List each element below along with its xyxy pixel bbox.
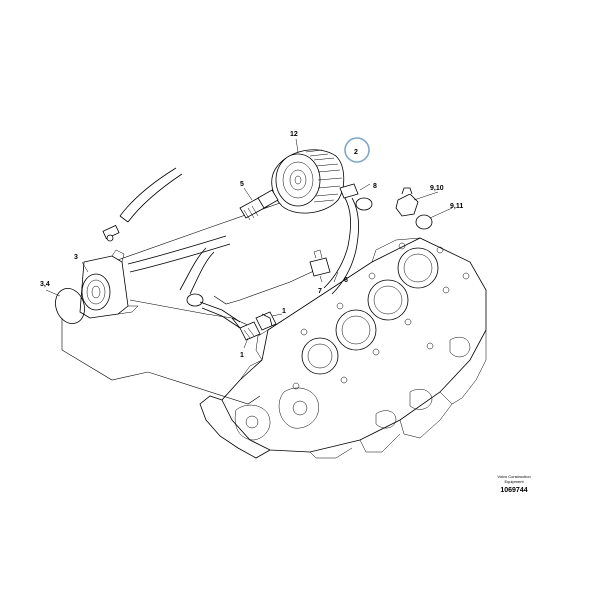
callout-1-lower: 1 (240, 352, 244, 359)
callout-6: 6 (344, 277, 348, 284)
stamp-company-line1: Volvo Construction (497, 474, 530, 479)
callout-7: 7 (318, 288, 322, 295)
oil-filter (271, 149, 345, 214)
callout-5: 5 (240, 181, 244, 188)
callout-12: 12 (290, 131, 298, 138)
fittings (231, 311, 277, 341)
callout-9-10: 9,10 (430, 185, 444, 192)
oil-cooler (79, 249, 139, 319)
upper-hose (102, 167, 183, 242)
engine-block (199, 237, 487, 459)
o-ring (415, 214, 433, 230)
callout-8: 8 (373, 183, 377, 190)
oil-pipe (323, 183, 373, 295)
callout-3-4: 3,4 (40, 281, 50, 288)
leader-lines (45, 138, 453, 349)
oil-pressure-switch (395, 187, 433, 230)
callout-9-11: 9,11 (450, 203, 463, 210)
stamp-number: 1069744 (500, 487, 527, 494)
callout-2: 2 (354, 149, 358, 156)
cooler-gasket (55, 288, 85, 324)
cooler-hoses (127, 235, 241, 329)
callout-3: 3 (74, 254, 78, 261)
stamp-company-line2: Equipment (504, 479, 524, 484)
highlight-circle (344, 137, 370, 163)
callout-1-upper: 1 (282, 308, 286, 315)
hose-clamp (309, 249, 331, 277)
callouts: 12 2 5 8 9,10 9,11 3 3,4 6 7 1 1 (40, 131, 463, 359)
filter-adapter (239, 189, 279, 221)
volvo-stamp: Volvo Construction Equipment 1069744 (497, 474, 530, 494)
